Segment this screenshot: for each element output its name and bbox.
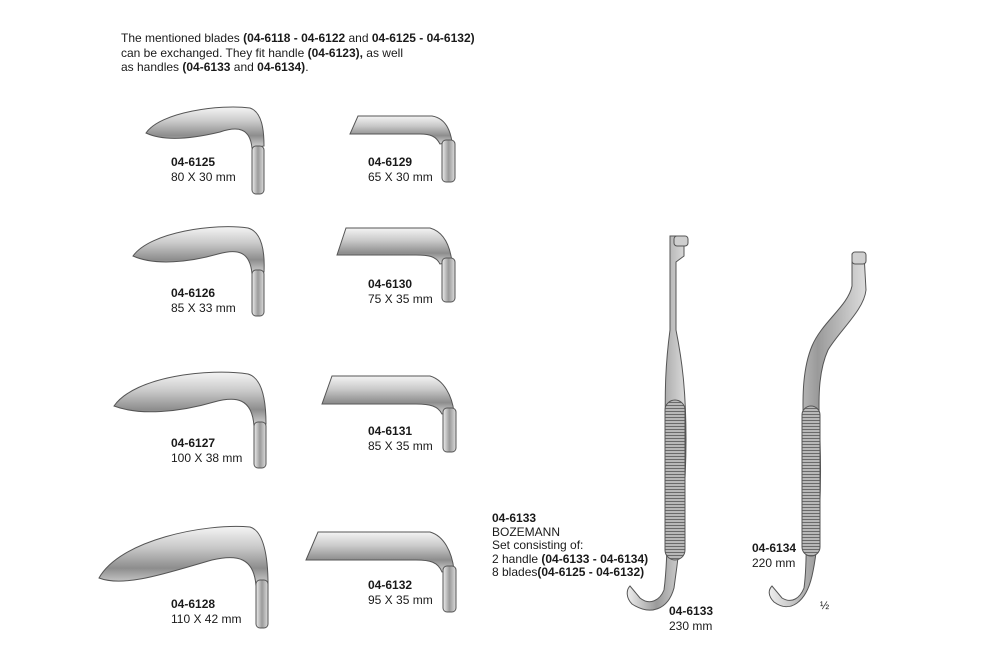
set-blades-line: 8 blades(04-6125 - 04-6132) [492,566,648,580]
blade-04-6132-image [305,531,457,613]
blade-code: 04-6129 [368,155,413,169]
intro-line1-bold2: 04-6125 - 04-6132) [371,31,475,45]
blade-code: 04-6125 [171,155,216,169]
blade-04-6125-image [145,106,265,195]
blade-caption: 04-6130 75 X 35 mm [368,277,433,306]
set-handles-text: 2 handle [492,551,542,566]
blade-code: 04-6131 [368,424,413,438]
intro-line3-mid: and [230,60,258,74]
blade-04-6127-image [113,371,267,469]
intro-line2-text: can be exchanged. They fit handle [121,45,308,60]
intro-line2-bold: (04-6123), [307,45,363,60]
blade-code: 04-6127 [171,436,216,450]
blade-dimension: 85 X 35 mm [368,438,433,453]
blade-04-6131-image [321,375,457,453]
blade-dimension: 95 X 35 mm [368,592,433,607]
intro-line1-text: The mentioned blades [121,31,244,45]
blade-code: 04-6130 [368,277,413,291]
set-handles-line: 2 handle (04-6133 - 04-6134) [492,551,649,567]
intro-line1-mid: and [345,31,372,45]
blade-caption: 04-6128 110 X 42 mm [171,597,241,626]
set-code: 04-6133 [492,511,537,525]
blade-caption: 04-6131 85 X 35 mm [368,424,433,453]
set-consisting: Set consisting of: [492,538,584,553]
intro-line1-bold1: (04-6118 - 04-6122 [243,31,346,45]
handle-code: 04-6133 [669,604,714,618]
handle-04-6134-image [768,251,867,608]
handle-dimension: 230 mm [669,618,713,633]
blade-caption: 04-6127 100 X 38 mm [171,436,242,465]
handle-04-6133-image [626,235,689,611]
blade-code: 04-6128 [171,597,216,611]
intro-text: The mentioned blades (04-6118 - 04-6122 … [121,31,501,75]
blade-dimension: 75 X 35 mm [368,291,433,306]
set-handles-codes: (04-6133 - 04-6134) [541,551,649,566]
blade-04-6128-image [98,525,269,629]
scale-label: ½ [820,600,830,612]
blade-code: 04-6132 [368,578,413,592]
blade-dimension: 100 X 38 mm [171,450,243,465]
handle-caption: 04-6134 220 mm [752,541,796,570]
blade-dimension: 85 X 33 mm [171,300,236,315]
blade-code: 04-6126 [171,286,216,300]
blade-dimension: 80 X 30 mm [171,169,236,184]
set-name: BOZEMANN [492,524,561,539]
set-blades-codes: (04-6125 - 04-6132) [537,565,645,580]
blade-caption: 04-6129 65 X 30 mm [368,155,433,184]
blade-dimension: 110 X 42 mm [171,611,242,626]
blade-04-6126-image [132,226,265,317]
intro-line3-text: as handles [121,60,183,74]
blade-04-6129-image [349,115,456,183]
intro-line3-bold1: (04-6133 [182,60,231,74]
blade-dimension: 65 X 30 mm [368,169,433,184]
intro-line3-bold2: 04-6134) [257,60,306,74]
blade-04-6130-image [336,227,456,303]
intro-line3-post: . [305,60,309,74]
blade-caption: 04-6125 80 X 30 mm [171,155,236,184]
blade-caption: 04-6132 95 X 35 mm [368,578,433,607]
handle-dimension: 220 mm [752,555,796,570]
set-blades-text: 8 blades [492,565,538,580]
set-description: 04-6133 BOZEMANN Set consisting of: 2 ha… [492,511,649,580]
handle-caption: 04-6133 230 mm [669,604,713,633]
blade-caption: 04-6126 85 X 33 mm [171,286,236,315]
intro-line2-post: as well [362,45,403,60]
handle-code: 04-6134 [752,541,797,555]
